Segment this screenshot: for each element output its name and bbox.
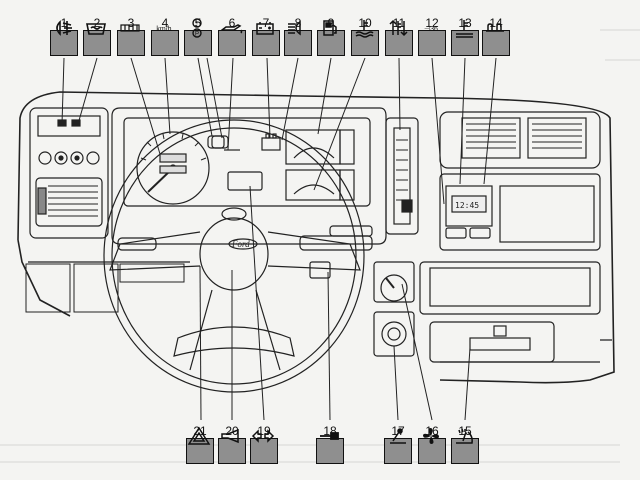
wheel-spoke-left xyxy=(109,231,201,271)
callout-19: 19 xyxy=(250,424,278,464)
callout-14: 14 xyxy=(482,16,510,56)
wheel-spoke-right xyxy=(267,231,361,271)
ford-logo-oval xyxy=(228,238,258,250)
callout-15: 15 xyxy=(451,424,479,464)
callout-11: 11 xyxy=(385,16,413,56)
steering-wheel: Ford xyxy=(103,119,365,393)
center-console xyxy=(373,261,601,363)
callout-5: 5 !P xyxy=(184,16,212,56)
left-switch-panel xyxy=(29,107,109,239)
speedometer-unit: km/h xyxy=(156,26,171,33)
callout-8: 8 xyxy=(284,16,312,56)
instrument-cluster-housing xyxy=(111,107,387,245)
speedometer-icon: km/h xyxy=(156,26,171,33)
callout-10: 10 xyxy=(351,16,379,56)
callout-21: 21 xyxy=(186,424,214,464)
callout-number: 11 xyxy=(392,16,406,30)
main-beam-icon xyxy=(288,20,301,36)
windscreen-wash-icon xyxy=(456,428,473,444)
leader-lines xyxy=(61,57,497,421)
callout-12: 12 ⊣36 xyxy=(418,16,446,56)
callout-1: 1 xyxy=(50,16,78,56)
callout-16: 16 xyxy=(418,424,446,464)
callout-20: 20 xyxy=(218,424,246,464)
heater-icon xyxy=(456,20,473,38)
trip-computer-icon xyxy=(120,24,140,32)
dashboard-outline xyxy=(17,91,615,384)
callout-7: 7 xyxy=(252,16,280,56)
heated-rear-window-icon xyxy=(86,23,106,35)
svg-text:!: ! xyxy=(196,22,198,28)
clock-icon-text: ⊣36 xyxy=(424,26,438,33)
temperature-control-icon xyxy=(389,19,408,37)
callout-18: 18 xyxy=(316,424,344,464)
glow-plug-icon xyxy=(486,23,504,32)
clock-display: 12:45 xyxy=(455,201,479,210)
wheel-spoke-lower xyxy=(189,289,281,371)
callout-number: 4 xyxy=(161,16,169,30)
callout-9: 9 xyxy=(317,16,345,56)
callout-number: 3 xyxy=(127,16,135,30)
callout-number: 6 xyxy=(228,16,236,30)
horn-pad xyxy=(199,217,269,291)
clock-icon: ⊣36 xyxy=(424,26,438,33)
battery-charge-icon xyxy=(256,22,274,35)
fuel-gauge-icon xyxy=(323,20,337,36)
direction-indicator-icon xyxy=(251,429,275,443)
speedometer-dial xyxy=(136,131,210,205)
ignition-key-icon xyxy=(320,432,339,440)
callout-13: 13 xyxy=(451,16,479,56)
callout-4: 4 km/h xyxy=(151,16,179,56)
coolant-temperature-icon xyxy=(355,20,374,38)
instrument-cluster xyxy=(123,117,371,207)
hazard-warning-icon xyxy=(187,426,211,445)
rear-fog-lamp-icon xyxy=(56,20,72,36)
cigar-lighter-icon xyxy=(390,428,406,444)
heater-fan-icon xyxy=(423,428,439,444)
steering-stalks xyxy=(117,225,373,279)
callout-17: 17 xyxy=(384,424,412,464)
oil-pressure-icon xyxy=(219,24,243,34)
callout-number: 7 xyxy=(262,16,270,30)
brand-logo: Ford xyxy=(231,239,250,249)
callout-6: 6 xyxy=(218,16,246,56)
svg-text:P: P xyxy=(195,32,199,38)
right-vent-panel: 12:45 xyxy=(439,111,601,251)
callout-number: 2 xyxy=(93,16,101,30)
horn-icon xyxy=(221,428,239,444)
glove-box-area xyxy=(25,263,185,313)
callout-number: 12 xyxy=(425,16,439,30)
callout-3: 3 xyxy=(117,16,145,56)
callout-number: 5 xyxy=(194,16,202,30)
callout-2: 2 xyxy=(83,16,111,56)
brake-system-warning-icon: !P xyxy=(192,18,202,38)
temperature-slider xyxy=(385,117,419,235)
